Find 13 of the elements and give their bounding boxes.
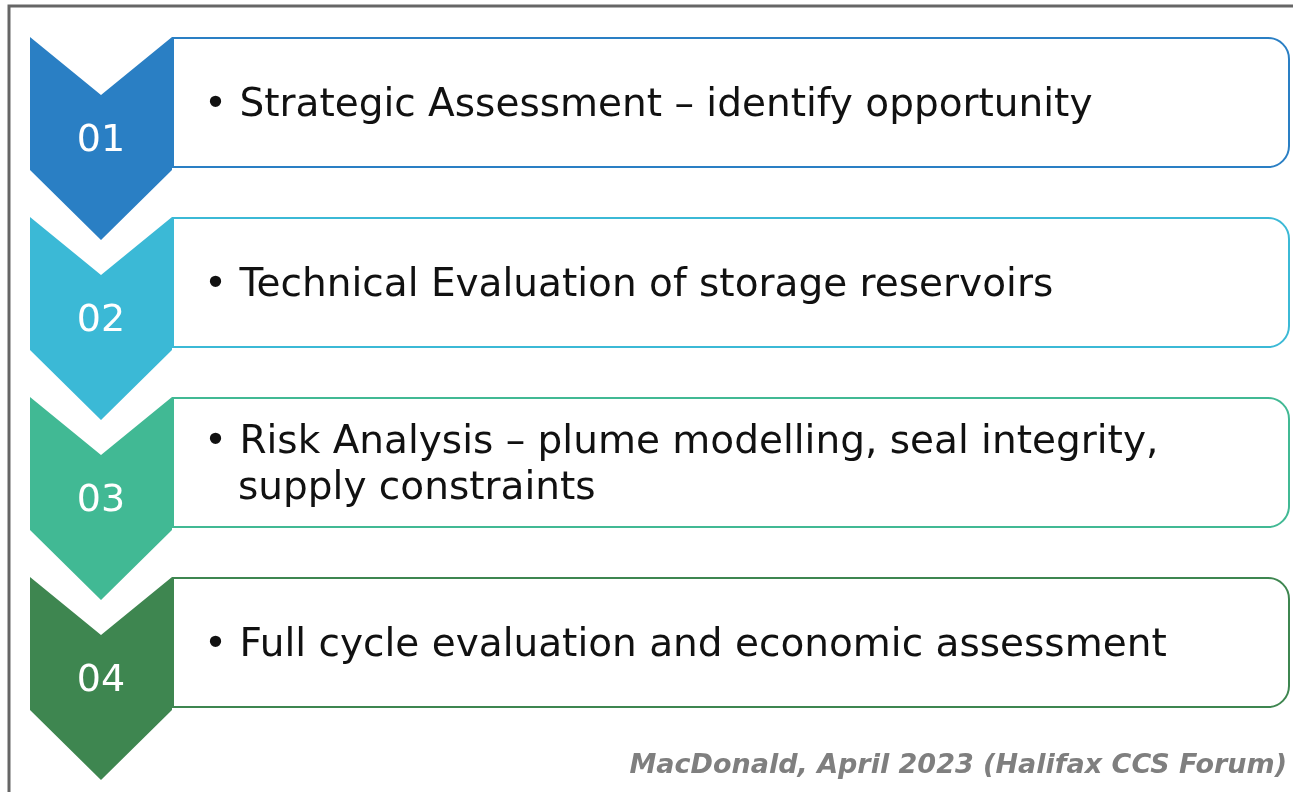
step-box xyxy=(172,397,1290,528)
step-number: 04 xyxy=(75,655,127,701)
step-box xyxy=(172,217,1290,348)
step-box xyxy=(172,577,1290,708)
step-number: 01 xyxy=(75,115,127,161)
step-text: • Full cycle evaluation and economic assessment xyxy=(204,619,1167,666)
step-box xyxy=(172,37,1290,168)
step-text: • Strategic Assessment – identify opportunity xyxy=(204,79,1093,126)
step-number: 03 xyxy=(75,475,127,521)
step-number: 02 xyxy=(75,295,127,341)
caption: MacDonald, April 2023 (Halifax CCS Forum) xyxy=(629,748,1287,779)
step-text: • Risk Analysis – plume modelling, seal integrity, supply constraints xyxy=(204,416,1160,509)
step-text: • Technical Evaluation of storage reservoirs xyxy=(204,259,1054,306)
